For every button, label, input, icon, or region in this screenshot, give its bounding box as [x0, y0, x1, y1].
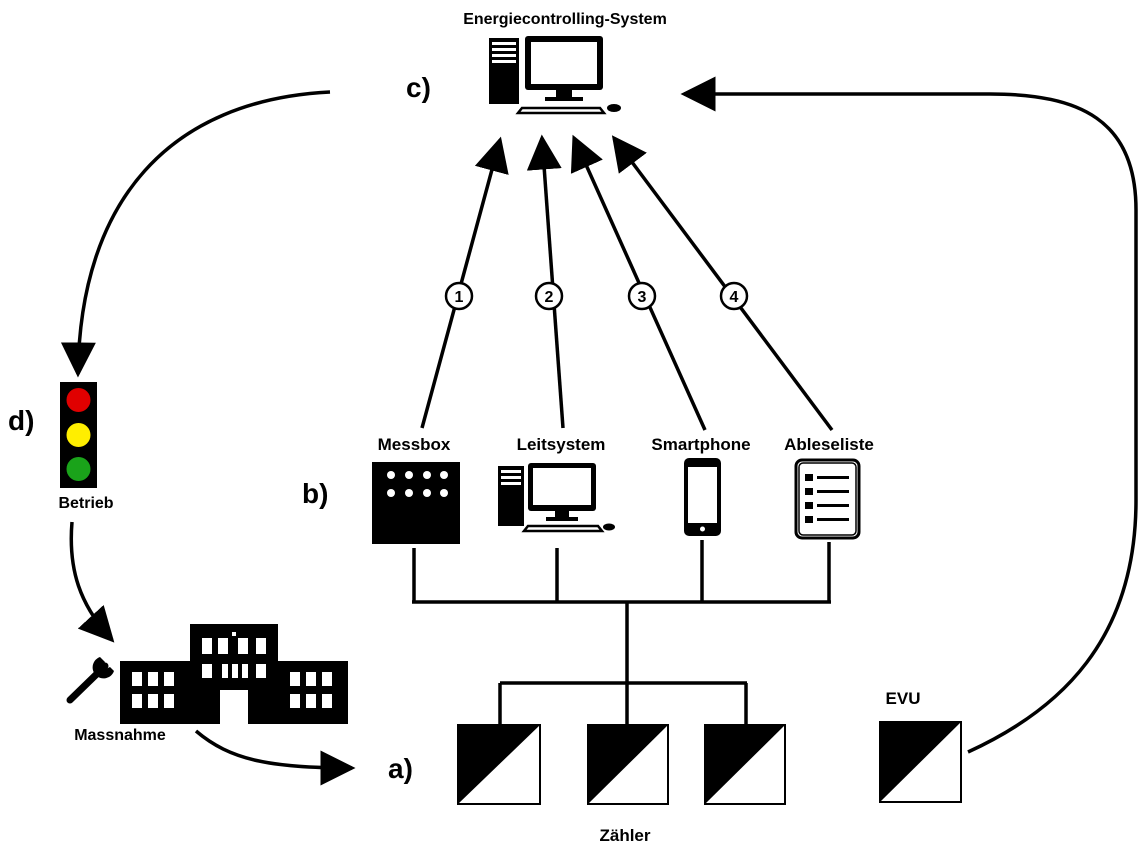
massnahme-label: Massnahme: [74, 727, 166, 744]
green-light: [66, 457, 91, 481]
section-label-b: b): [302, 478, 328, 509]
messbox-label: Messbox: [378, 435, 451, 454]
edge-evu-to-system: [680, 76, 1138, 754]
section-label-d: d): [8, 405, 34, 436]
wrench-icon: [66, 657, 114, 704]
meter-icon: [587, 724, 669, 805]
leitsystem-label: Leitsystem: [517, 435, 606, 454]
smartphone-icon: [684, 458, 721, 536]
section-label-c: c): [406, 72, 431, 103]
section-label-a: a): [388, 753, 413, 784]
evu-meter-icon: [879, 721, 962, 803]
system-title: Energiecontrolling-System: [463, 11, 667, 28]
building-icon: [120, 624, 348, 724]
messbox-icon: [372, 462, 460, 544]
svg-text:3: 3: [638, 289, 647, 306]
yellow-light: [66, 423, 91, 447]
red-light: [66, 388, 91, 412]
ableseliste-label: Ableseliste: [784, 435, 874, 454]
meter-icon: [457, 724, 541, 805]
meters-label: Zähler: [599, 826, 650, 845]
edge-system-to-betrieb: [60, 90, 331, 378]
ableseliste-icon: [794, 458, 861, 540]
step-marker-1: 1: [444, 281, 474, 311]
step-marker-3: 3: [627, 281, 657, 311]
svg-text:1: 1: [455, 289, 464, 306]
meter-icon: [704, 724, 786, 805]
traffic-light-icon: [60, 382, 97, 488]
leitsystem-computer-icon: [498, 463, 615, 533]
evu-label: EVU: [886, 689, 921, 708]
step-marker-2: 2: [534, 281, 564, 311]
smartphone-label: Smartphone: [651, 435, 750, 454]
svg-text:2: 2: [545, 289, 554, 306]
edge-betrieb-to-massnahme: [69, 521, 115, 643]
step-marker-4: 4: [719, 281, 749, 311]
svg-text:4: 4: [730, 289, 739, 306]
betrieb-label: Betrieb: [58, 495, 113, 512]
edge-massnahme-to-meters: [194, 729, 356, 786]
data-bus: [412, 540, 831, 725]
edge-ableseliste-to-system: [611, 135, 834, 432]
energy-controlling-computer-icon: [489, 36, 621, 115]
